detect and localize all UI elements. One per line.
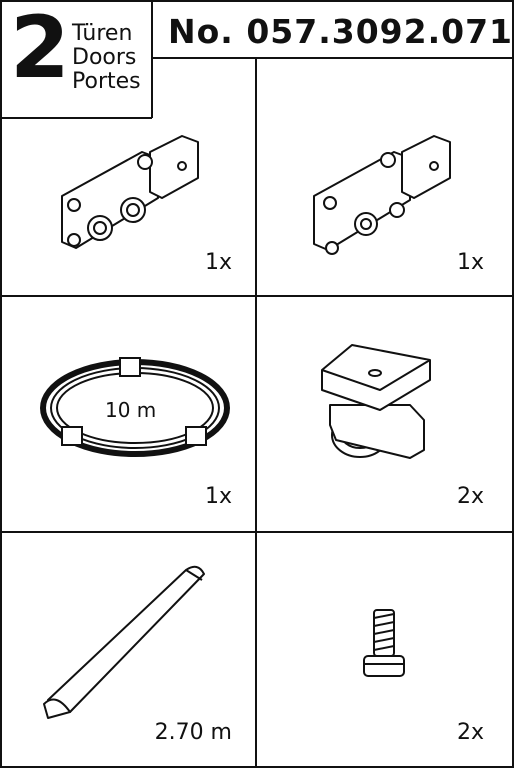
article-number: No. 057.3092.071 xyxy=(168,12,514,51)
quantity-part-4: 2x xyxy=(456,484,484,509)
quantity-part-1: 1x xyxy=(204,250,232,275)
screw-drawing xyxy=(363,609,405,677)
profile-strip-drawing xyxy=(43,565,205,719)
door-count: 2 xyxy=(10,0,70,98)
language-fr: Portes xyxy=(72,69,141,94)
language-de: Türen xyxy=(72,21,133,46)
mounting-plate-right-drawing xyxy=(313,135,451,255)
quantity-part-5: 2.70 m xyxy=(154,720,232,745)
roller-guide-drawing xyxy=(321,344,431,459)
cable-length-label: 10 m xyxy=(105,398,157,422)
language-en: Doors xyxy=(72,45,137,70)
quantity-part-6: 2x xyxy=(456,720,484,745)
cable-coil-drawing xyxy=(40,357,230,457)
quantity-part-3: 1x xyxy=(204,484,232,509)
quantity-part-2: 1x xyxy=(456,250,484,275)
mounting-plate-left-drawing xyxy=(61,135,199,249)
